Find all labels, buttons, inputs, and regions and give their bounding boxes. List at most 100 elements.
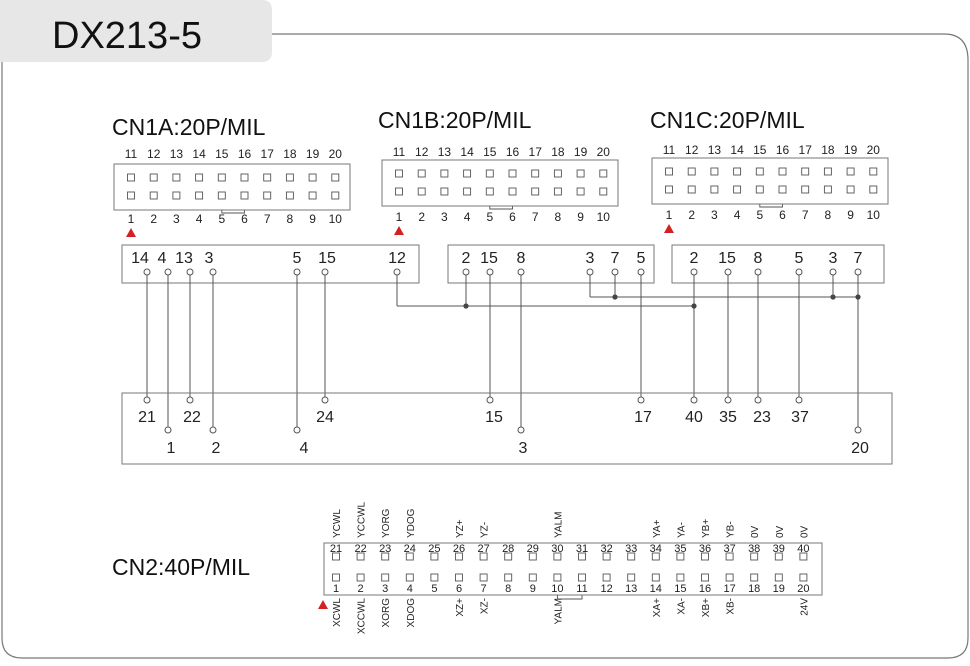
pin-number: 10 <box>329 212 343 226</box>
pin-square <box>651 573 660 582</box>
signal-label: XB+ <box>701 598 712 617</box>
junction-dot <box>463 303 469 309</box>
block-pin-label: 3 <box>829 250 838 267</box>
pin-number: 8 <box>287 212 294 226</box>
pin-number: 39 <box>773 543 785 555</box>
pin-square <box>710 167 719 176</box>
pin-number: 9 <box>530 583 536 595</box>
pin-number: 3 <box>711 208 718 222</box>
block-pin-label: 5 <box>293 250 302 267</box>
block-pin-label: 2 <box>462 250 471 267</box>
pin-number: 20 <box>329 147 343 161</box>
pin-number: 2 <box>358 583 364 595</box>
connector-body <box>381 159 619 207</box>
cn1-connectors: 1111221331441551661771881992010111122133… <box>113 143 889 237</box>
cn2-label: CN2:40P/MIL <box>112 554 250 580</box>
pin-number: 14 <box>460 145 474 159</box>
pin1-marker-icon <box>394 226 404 235</box>
cn1a-label: CN1A:20P/MIL <box>112 114 266 140</box>
terminal-number: 40 <box>685 409 703 426</box>
pin-square <box>846 167 855 176</box>
pin-square <box>701 573 709 582</box>
pin-number: 3 <box>382 583 388 595</box>
pin-square <box>395 187 403 196</box>
signal-label: XORG <box>381 598 392 628</box>
wire-terminal <box>209 426 217 434</box>
pin-number: 18 <box>821 143 835 157</box>
pin-square <box>172 173 181 182</box>
wire-terminal <box>321 268 329 276</box>
pin-number: 6 <box>509 210 516 224</box>
signal-label: YALM <box>553 598 564 625</box>
pin-number: 15 <box>483 145 497 159</box>
wire-terminal <box>637 268 645 276</box>
pin-number: 13 <box>708 143 722 157</box>
pin-square <box>665 167 673 176</box>
pin-number: 1 <box>666 208 673 222</box>
pin-number: 12 <box>415 145 429 159</box>
pin-number: 2 <box>418 210 425 224</box>
pin-square <box>195 191 204 200</box>
key-notch <box>556 595 583 600</box>
pin-square <box>440 169 449 178</box>
pin-square <box>463 187 472 196</box>
pin-square <box>553 552 562 561</box>
pin-number: 36 <box>699 543 711 555</box>
block-pin-label: 14 <box>131 250 149 267</box>
pin-number: 23 <box>379 543 391 555</box>
pin-square <box>750 552 759 561</box>
pin-square <box>395 169 403 178</box>
pin-number: 13 <box>170 147 184 161</box>
pin-square <box>602 552 611 561</box>
pin-number: 34 <box>650 543 662 555</box>
pin-square <box>676 573 685 582</box>
pin-square <box>356 573 365 582</box>
pin-square <box>217 191 226 200</box>
pin-number: 37 <box>723 543 735 555</box>
pin-number: 31 <box>576 543 588 555</box>
pin-number: 20 <box>597 145 611 159</box>
cn1c-label: CN1C:20P/MIL <box>650 107 805 133</box>
pin-square <box>627 573 636 582</box>
pin-number: 17 <box>799 143 813 157</box>
signal-label: XB- <box>726 598 737 615</box>
wire-terminal <box>754 396 762 404</box>
pin-number: 4 <box>734 208 741 222</box>
pin-number: 16 <box>776 143 790 157</box>
signal-label: 24V <box>799 598 810 616</box>
pin-number: 8 <box>555 210 562 224</box>
pin-number: 3 <box>173 212 180 226</box>
pin-number: 12 <box>147 147 161 161</box>
pin-square <box>553 573 562 582</box>
terminal-number: 17 <box>634 409 652 426</box>
pin-square <box>455 552 463 561</box>
pin-square <box>676 552 685 561</box>
mapping-block-a <box>121 244 420 284</box>
pin-number: 18 <box>748 583 760 595</box>
connector-body <box>651 157 889 205</box>
pin-number: 16 <box>238 147 252 161</box>
pin-square <box>479 573 488 582</box>
terminal-number: 1 <box>167 440 176 457</box>
pin1-marker-icon <box>664 224 674 233</box>
pin-square <box>172 191 181 200</box>
pin-number: 20 <box>867 143 881 157</box>
pin-number: 1 <box>333 583 339 595</box>
pin-square <box>576 187 585 196</box>
pin-square <box>687 167 696 176</box>
pin-square <box>602 573 611 582</box>
signal-label: XA- <box>676 598 687 615</box>
pin-number: 20 <box>797 583 809 595</box>
pin-number: 14 <box>650 583 662 595</box>
pin-square <box>440 187 449 196</box>
wire-terminal <box>393 268 401 276</box>
pin-number: 5 <box>218 212 225 226</box>
pin-number: 4 <box>407 583 413 595</box>
pin-square <box>240 173 249 182</box>
wire-terminal <box>486 268 494 276</box>
pin-square <box>576 169 585 178</box>
pin-number: 2 <box>150 212 157 226</box>
pin-square <box>627 552 636 561</box>
wire-terminal <box>517 426 525 434</box>
pin-number: 17 <box>261 147 275 161</box>
